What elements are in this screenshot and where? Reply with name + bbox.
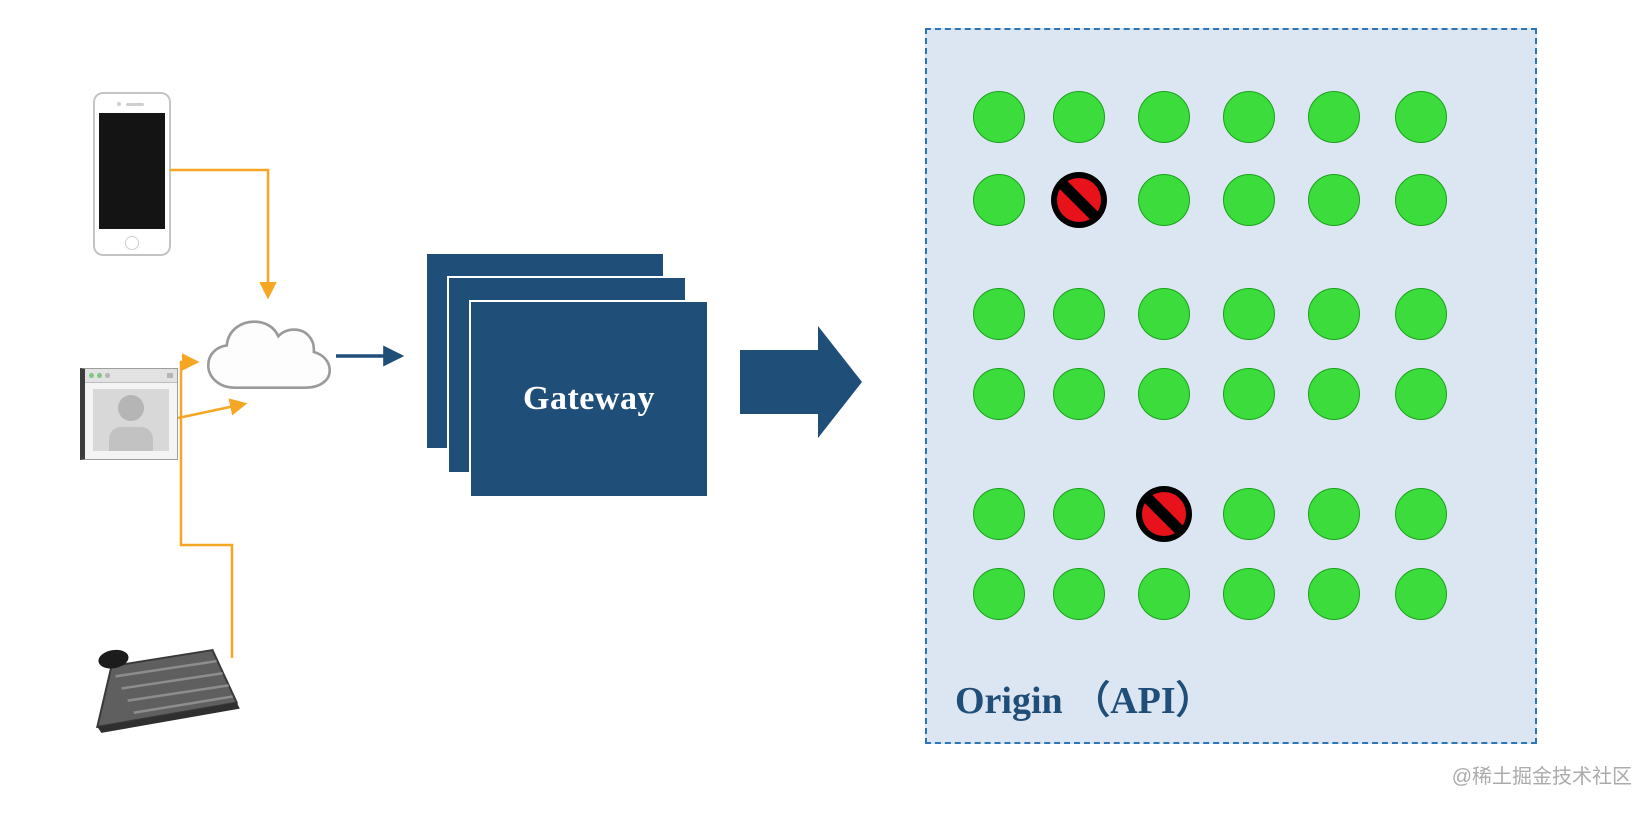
healthy-node-icon: [1138, 174, 1190, 226]
watermark: @稀土掘金技术社区: [1451, 766, 1632, 788]
keyboard-to-cloud-arrow: [179, 353, 234, 658]
healthy-node-icon: [973, 288, 1025, 340]
healthy-node-icon: [1138, 568, 1190, 620]
healthy-node-icon: [973, 368, 1025, 420]
phone-to-cloud-arrow: [170, 168, 277, 300]
browser-toolbar: [85, 369, 177, 383]
browser-to-cloud-arrow: [177, 398, 248, 420]
healthy-node-icon: [1138, 368, 1190, 420]
healthy-node-icon: [1223, 288, 1275, 340]
healthy-node-icon: [1308, 174, 1360, 226]
healthy-node-icon: [973, 568, 1025, 620]
healthy-node-icon: [1223, 174, 1275, 226]
origin-box: Origin （API）: [925, 28, 1537, 744]
healthy-node-icon: [1053, 288, 1105, 340]
phone-speaker: [126, 103, 144, 106]
phone-camera-dot: [117, 102, 121, 106]
healthy-node-icon: [1138, 288, 1190, 340]
origin-label: Origin （API）: [955, 680, 1214, 722]
healthy-node-icon: [1053, 568, 1105, 620]
browser-dot-icon: [97, 373, 102, 378]
healthy-node-icon: [973, 174, 1025, 226]
origin-grid: [927, 30, 1535, 742]
healthy-node-icon: [973, 91, 1025, 143]
healthy-node-icon: [1395, 568, 1447, 620]
smartphone-icon: [93, 92, 171, 256]
browser-window-icon: [80, 368, 178, 460]
healthy-node-icon: [1223, 568, 1275, 620]
cloud-icon: [206, 320, 332, 389]
browser-dot-icon: [105, 373, 110, 378]
healthy-node-icon: [1053, 488, 1105, 540]
phone-screen: [99, 113, 165, 229]
healthy-node-icon: [1308, 488, 1360, 540]
healthy-node-icon: [1223, 488, 1275, 540]
healthy-node-icon: [1223, 91, 1275, 143]
blocked-node-icon: [1136, 486, 1192, 542]
healthy-node-icon: [1223, 368, 1275, 420]
browser-dot-icon: [89, 373, 94, 378]
healthy-node-icon: [1395, 368, 1447, 420]
healthy-node-icon: [973, 488, 1025, 540]
browser-page-image: [93, 389, 169, 451]
keyboard-icon: [95, 648, 240, 733]
healthy-node-icon: [1395, 288, 1447, 340]
phone-home-button: [125, 236, 139, 250]
browser-window-button-icon: [167, 373, 173, 378]
healthy-node-icon: [1308, 91, 1360, 143]
gateway-label: Gateway: [523, 380, 655, 417]
healthy-node-icon: [1395, 488, 1447, 540]
healthy-node-icon: [1395, 91, 1447, 143]
healthy-node-icon: [1308, 368, 1360, 420]
gateway-to-origin-arrow: [740, 326, 862, 438]
healthy-node-icon: [1308, 568, 1360, 620]
healthy-node-icon: [1138, 91, 1190, 143]
healthy-node-icon: [1395, 174, 1447, 226]
blocked-node-icon: [1051, 172, 1107, 228]
healthy-node-icon: [1053, 368, 1105, 420]
gateway-box: Gateway: [469, 300, 709, 498]
healthy-node-icon: [1308, 288, 1360, 340]
healthy-node-icon: [1053, 91, 1105, 143]
